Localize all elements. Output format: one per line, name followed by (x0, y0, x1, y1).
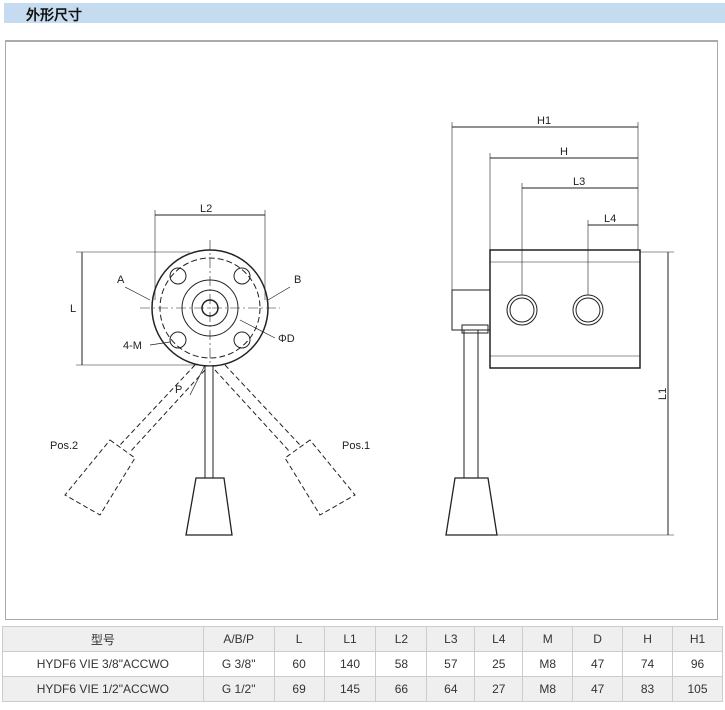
cell: 66 (375, 676, 428, 702)
cell: G 3/8" (202, 651, 275, 677)
section-title: 外形尺寸 (26, 7, 82, 23)
cell: 58 (375, 651, 428, 677)
label-l3: L3 (573, 176, 585, 188)
label-d: ΦD (278, 333, 295, 345)
label-b: B (294, 274, 301, 286)
label-l: L (70, 303, 76, 315)
cell: 83 (622, 676, 673, 702)
header-cell: M (522, 626, 574, 652)
label-h: H (560, 146, 568, 158)
section-header: 外形尺寸 (4, 3, 725, 23)
header-cell: D (572, 626, 624, 652)
header-cell: L3 (426, 626, 476, 652)
cell: 47 (572, 651, 624, 677)
label-m: 4-M (123, 340, 142, 352)
header-cell: H (622, 626, 673, 652)
cell: 57 (426, 651, 476, 677)
header-cell: L2 (375, 626, 428, 652)
label-a: A (117, 274, 125, 286)
cell: M8 (522, 651, 574, 677)
label-l4: L4 (604, 213, 616, 225)
drawing-frame (5, 40, 718, 620)
cell: 145 (323, 676, 377, 702)
header-cell: L4 (474, 626, 524, 652)
header-cell: H1 (672, 626, 723, 652)
label-p: P (175, 384, 182, 396)
label-h1: H1 (537, 115, 551, 127)
cell: 69 (273, 676, 325, 702)
cell: HYDF6 VIE 3/8"ACCWO (2, 651, 204, 677)
cell: 64 (426, 676, 476, 702)
dimension-drawing: L2 L A B 4-M ΦD P Pos.1 Pos.2 H1 H L3 L4… (50, 115, 674, 536)
cell: HYDF6 VIE 1/2"ACCWO (2, 676, 204, 702)
cell: 25 (474, 651, 524, 677)
cell: 60 (273, 651, 325, 677)
side-view (445, 122, 674, 536)
cell: 96 (672, 651, 723, 677)
header-cell: L (273, 626, 325, 652)
cell: G 1/2" (202, 676, 275, 702)
cell: 74 (622, 651, 673, 677)
label-pos2: Pos.2 (50, 440, 78, 452)
cell: 27 (474, 676, 524, 702)
label-pos1: Pos.1 (342, 440, 370, 452)
cell: M8 (522, 676, 574, 702)
front-view (64, 210, 356, 536)
header-cell: A/B/P (202, 626, 275, 652)
cell: 47 (572, 676, 624, 702)
label-l1: L1 (657, 388, 669, 400)
cell: 140 (323, 651, 377, 677)
header-cell: 型号 (2, 626, 204, 652)
header-cell: L1 (323, 626, 377, 652)
label-l2: L2 (200, 203, 212, 215)
cell: 105 (672, 676, 723, 702)
